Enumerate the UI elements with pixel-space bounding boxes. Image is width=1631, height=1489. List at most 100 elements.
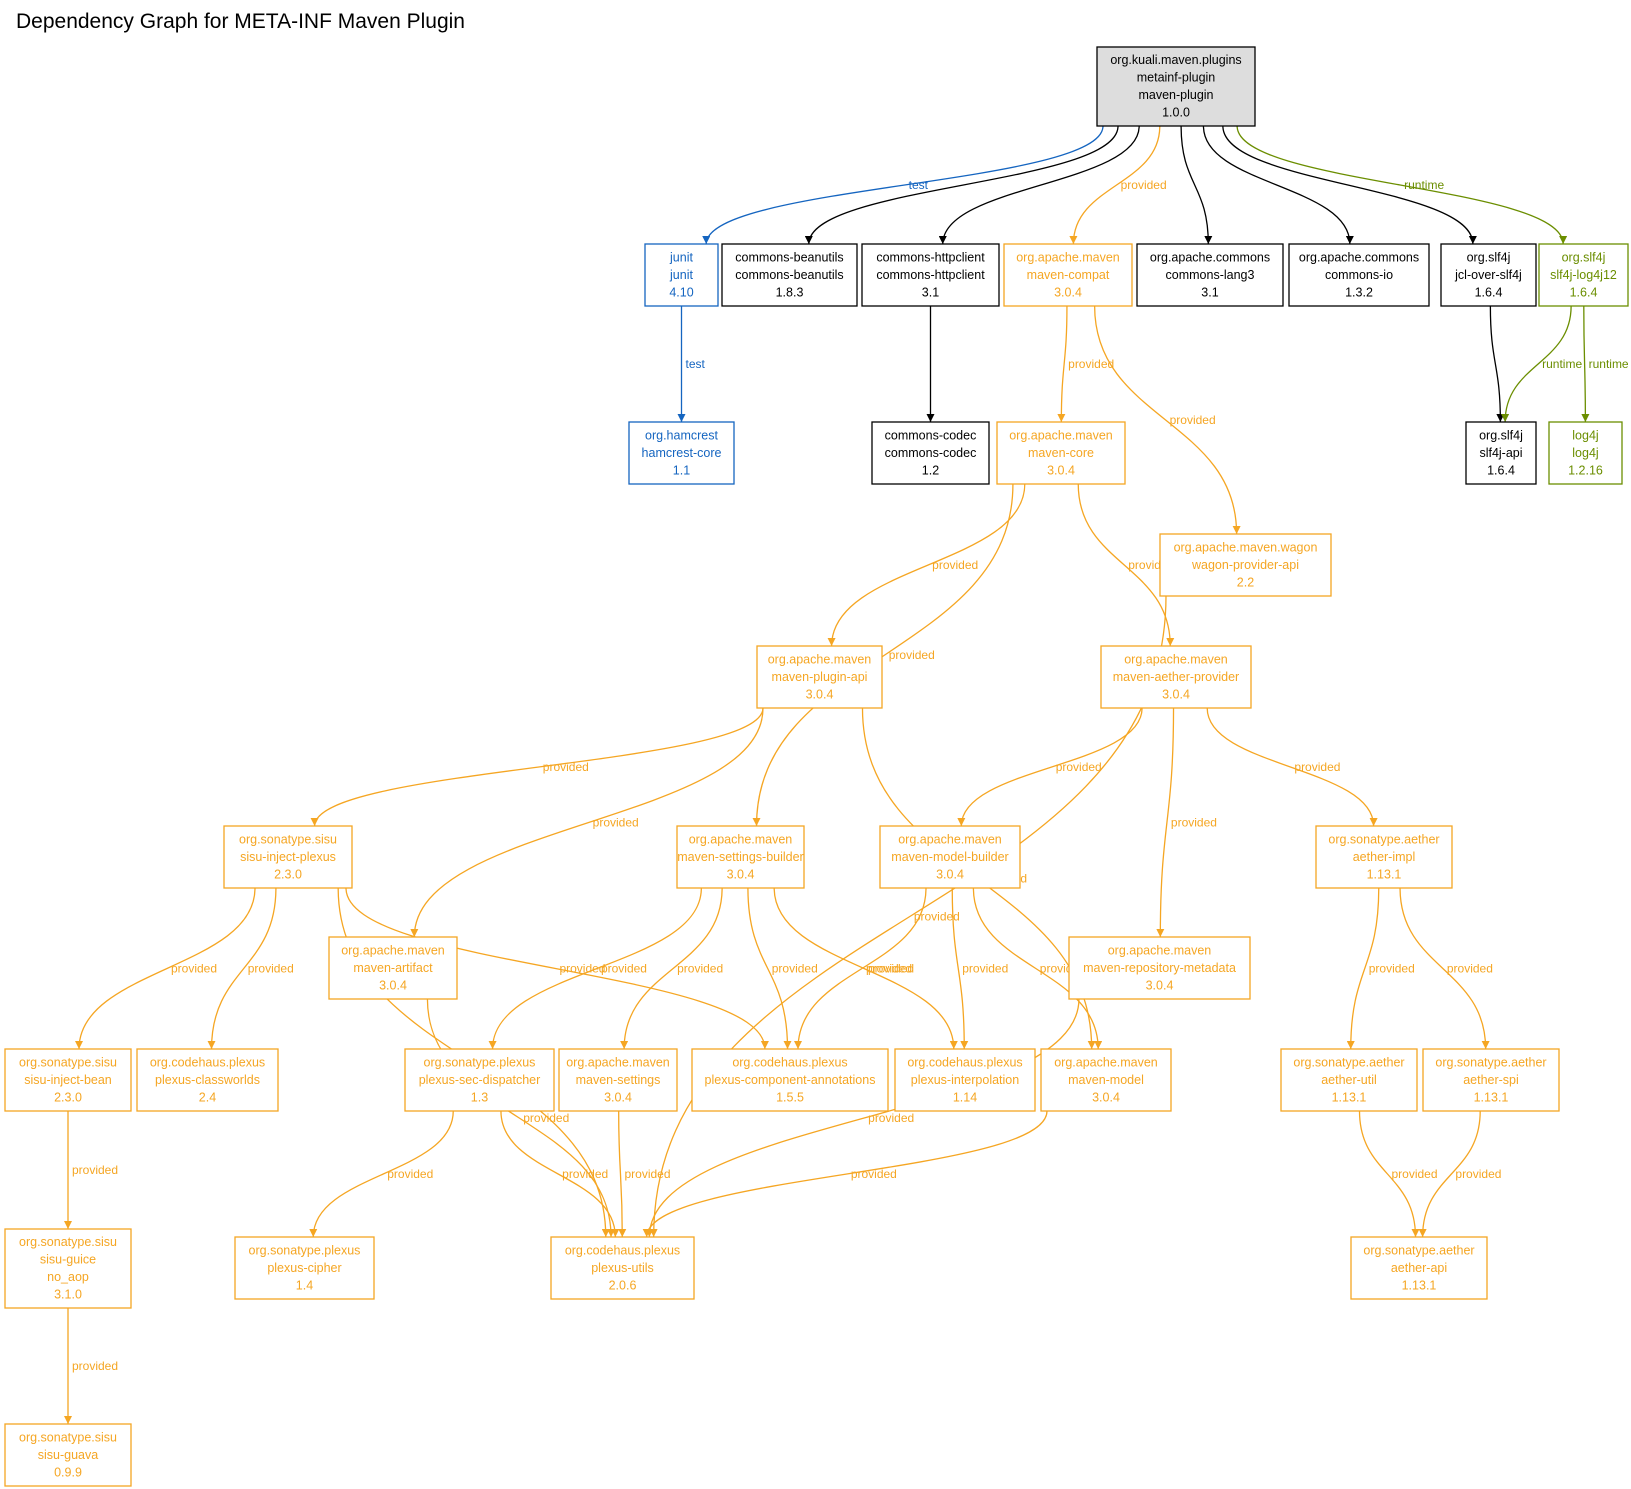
edge-label: provided <box>72 1359 118 1373</box>
node-label-line: log4j <box>1572 446 1598 460</box>
node-label-line: 1.13.1 <box>1402 1278 1437 1292</box>
node-box <box>1548 421 1623 485</box>
node-box <box>756 645 883 709</box>
node-box <box>1159 533 1332 597</box>
node-label-line: 1.3 <box>471 1090 488 1104</box>
node-box <box>691 1048 889 1112</box>
node-box <box>550 1236 695 1300</box>
node-label-line: maven-aether-provider <box>1113 670 1239 684</box>
edge-msettings-to-putils: provided <box>618 1110 671 1238</box>
node-label-line: aether-util <box>1321 1073 1377 1087</box>
node-label-line: 1.13.1 <box>1474 1090 1509 1104</box>
edge-settingsbuilder-to-msettings: provided <box>620 887 723 1050</box>
node-box <box>1440 243 1537 307</box>
node-settingsbuilder: org.apache.mavenmaven-settings-builder3.… <box>676 825 805 889</box>
node-label-line: org.kuali.maven.plugins <box>1110 53 1241 67</box>
edge-aetherprov-to-repometa: provided <box>1156 707 1217 938</box>
node-secdispatcher: org.sonatype.plexusplexus-sec-dispatcher… <box>404 1048 555 1112</box>
node-label-line: sisu-guava <box>38 1448 98 1462</box>
edge-line <box>310 707 764 827</box>
edge-line <box>75 887 256 1050</box>
node-label-line: 1.13.1 <box>1332 1090 1367 1104</box>
edge-line <box>345 887 769 1050</box>
edge-label: provided <box>677 962 723 976</box>
node-box <box>628 421 735 485</box>
edge-label: provided <box>559 962 605 976</box>
node-label-line: 0.9.9 <box>54 1465 82 1479</box>
node-label-line: commons-beanutils <box>735 250 843 264</box>
edge-root-to-mcompat: provided <box>1069 125 1167 245</box>
edge-repometa-to-putils: provided <box>645 998 1080 1238</box>
node-label-line: org.apache.maven <box>566 1055 670 1069</box>
edge-aetherimpl-to-aetherutil: provided <box>1346 887 1415 1050</box>
node-label-line: 3.0.4 <box>379 978 407 992</box>
node-label-line: org.apache.maven <box>1009 428 1113 442</box>
edge-mcompat-to-wagon: provided <box>1093 305 1241 535</box>
node-label-line: slf4j-api <box>1479 446 1522 460</box>
edge-line <box>645 998 1080 1238</box>
node-label-line: 3.0.4 <box>1054 285 1082 299</box>
node-label-line: org.sonatype.aether <box>1328 832 1439 846</box>
edge-line <box>938 125 1140 245</box>
edge-line <box>752 483 1014 827</box>
node-label-line: maven-plugin-api <box>772 670 868 684</box>
edge-line <box>1581 305 1590 423</box>
edge-line <box>957 707 1143 827</box>
node-label-line: commons-httpclient <box>876 250 985 264</box>
node-label-line: org.codehaus.plexus <box>732 1055 847 1069</box>
node-label-line: 3.1 <box>922 285 939 299</box>
edge-label: provided <box>601 962 647 976</box>
edge-settingsbuilder-to-interp: provided <box>773 887 958 1050</box>
edge-label: test <box>686 357 706 371</box>
edge-line <box>773 887 958 1050</box>
edge-modelbuilder-to-interp: provided <box>951 887 1008 1050</box>
edge-pluginapi-to-sisuplexus: provided <box>310 707 764 827</box>
edge-label: provided <box>851 1167 897 1181</box>
edge-sisuplexus-to-compann: provided <box>345 887 769 1050</box>
node-box <box>1003 243 1133 307</box>
edge-label: provided <box>932 558 978 572</box>
node-label-line: org.sonatype.sisu <box>19 1430 117 1444</box>
edge-aetherprov-to-modelbuilder: provided <box>957 707 1143 827</box>
node-compann: org.codehaus.plexusplexus-component-anno… <box>691 1048 889 1112</box>
node-label-line: org.apache.maven <box>898 832 1002 846</box>
edge-slf4jlog4j-to-slf4japi: runtime <box>1501 305 1582 423</box>
node-label-line: 3.1 <box>1201 285 1218 299</box>
edge-aetherprov-to-aetherimpl: provided <box>1206 707 1378 827</box>
edge-sisuplexus-to-classworlds: provided <box>207 887 294 1050</box>
edge-line <box>1057 305 1068 423</box>
node-label-line: 3.0.4 <box>604 1090 632 1104</box>
node-box <box>871 421 990 485</box>
node-label-line: no_aop <box>47 1270 89 1284</box>
edge-pluginapi-to-artifact: provided <box>410 707 764 938</box>
edge-line <box>618 1110 627 1238</box>
node-label-line: org.sonatype.sisu <box>19 1235 117 1249</box>
node-label-line: maven-repository-metadata <box>1083 961 1236 975</box>
edge-line <box>1418 1110 1481 1238</box>
edge-aetherutil-to-aetherapi: provided <box>1358 1110 1438 1238</box>
node-label-line: maven-model <box>1068 1073 1144 1087</box>
edge-label: runtime <box>1404 178 1444 192</box>
node-label-line: 3.1.0 <box>54 1288 82 1302</box>
node-root: org.kuali.maven.pluginsmetainf-pluginmav… <box>1096 46 1256 127</box>
edge-mcore-to-pluginapi: provided <box>827 483 1026 647</box>
node-label-line: org.apache.commons <box>1299 250 1419 264</box>
node-label-line: maven-compat <box>1027 268 1110 282</box>
node-label-line: maven-core <box>1028 446 1094 460</box>
edge-line <box>1156 707 1175 938</box>
node-label-line: 3.0.4 <box>1162 687 1190 701</box>
node-label-line: 1.4 <box>296 1278 313 1292</box>
node-label-line: 4.10 <box>669 285 693 299</box>
node-label-line: maven-settings-builder <box>677 850 803 864</box>
